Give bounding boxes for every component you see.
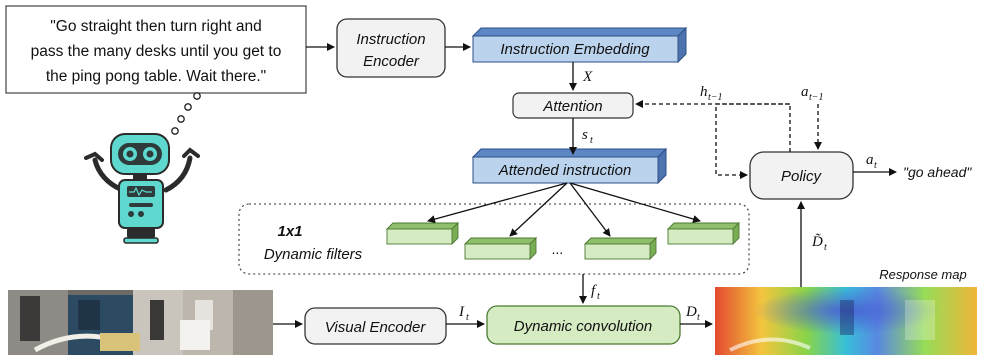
label-a-t: a t bbox=[866, 152, 877, 171]
quote-line-3: the ping pong table. Wait there." bbox=[46, 68, 266, 85]
visual-encoder-label: Visual Encoder bbox=[325, 319, 427, 336]
label-i-t: I t bbox=[458, 304, 469, 323]
response-map-label: Response map bbox=[879, 267, 966, 282]
label-d-t: D t bbox=[685, 304, 700, 323]
svg-text:h: h bbox=[700, 84, 708, 100]
label-x: X bbox=[582, 69, 593, 85]
policy-label: Policy bbox=[781, 168, 823, 185]
label-d-tilde-t: D̃ t bbox=[811, 234, 827, 253]
attention-box: Attention bbox=[512, 92, 634, 119]
svg-text:D: D bbox=[685, 304, 697, 320]
instruction-quote: "Go straight then turn right and pass th… bbox=[5, 5, 307, 94]
svg-text:t: t bbox=[590, 135, 593, 146]
svg-text:t−1: t−1 bbox=[809, 92, 824, 103]
recurrent-arrows bbox=[635, 100, 822, 179]
attention-label: Attention bbox=[542, 98, 602, 115]
svg-text:D̃: D̃ bbox=[811, 234, 823, 250]
label-f-t: f t bbox=[591, 283, 600, 302]
attended-instruction-block: Attended instruction bbox=[471, 147, 668, 185]
instruction-encoder-label-1: Instruction bbox=[356, 31, 425, 48]
visual-encoder-box: Visual Encoder bbox=[304, 307, 447, 345]
svg-text:a: a bbox=[801, 84, 809, 100]
svg-text:t: t bbox=[466, 312, 469, 323]
filter-block bbox=[666, 221, 741, 246]
quote-line-1: "Go straight then turn right and bbox=[50, 18, 261, 35]
svg-text:t: t bbox=[697, 312, 700, 323]
svg-text:I: I bbox=[458, 304, 465, 320]
svg-text:t−1: t−1 bbox=[708, 92, 723, 103]
svg-text:s: s bbox=[582, 127, 588, 143]
instruction-encoder-label-2: Encoder bbox=[363, 53, 420, 70]
instruction-embedding-block: Instruction Embedding bbox=[471, 26, 688, 64]
instruction-embedding-label: Instruction Embedding bbox=[500, 41, 650, 58]
input-panorama-image bbox=[8, 290, 273, 355]
filter-block bbox=[463, 236, 538, 261]
svg-text:t: t bbox=[597, 291, 600, 302]
robot-illustration bbox=[84, 133, 200, 244]
thought-bubbles bbox=[171, 92, 201, 135]
label-a-t-minus-1: a t−1 bbox=[801, 84, 824, 103]
svg-text:f: f bbox=[591, 283, 597, 299]
arrows bbox=[273, 43, 897, 328]
svg-text:a: a bbox=[866, 152, 874, 168]
instruction-encoder-box: Instruction Encoder bbox=[336, 18, 446, 78]
quote-line-2: pass the many desks until you get to bbox=[31, 43, 282, 60]
response-map-image bbox=[715, 287, 977, 355]
filter-block bbox=[583, 236, 658, 261]
filters-label-1: 1x1 bbox=[277, 223, 302, 240]
dynamic-convolution-box: Dynamic convolution bbox=[486, 305, 681, 345]
filters-label-2: Dynamic filters bbox=[264, 246, 363, 263]
label-h-t-minus-1: h t−1 bbox=[700, 84, 723, 103]
dynamic-filters-region: 1x1 Dynamic filters ... bbox=[238, 203, 750, 275]
dynamic-convolution-label: Dynamic convolution bbox=[514, 318, 652, 335]
svg-text:t: t bbox=[824, 242, 827, 253]
policy-box: Policy bbox=[749, 151, 854, 200]
go-ahead-output: "go ahead" bbox=[903, 164, 972, 180]
filter-block bbox=[385, 221, 460, 246]
svg-text:t: t bbox=[874, 160, 877, 171]
label-s-t: s t bbox=[582, 127, 593, 146]
attended-instruction-label: Attended instruction bbox=[498, 162, 632, 179]
filters-ellipsis: ... bbox=[552, 241, 564, 257]
